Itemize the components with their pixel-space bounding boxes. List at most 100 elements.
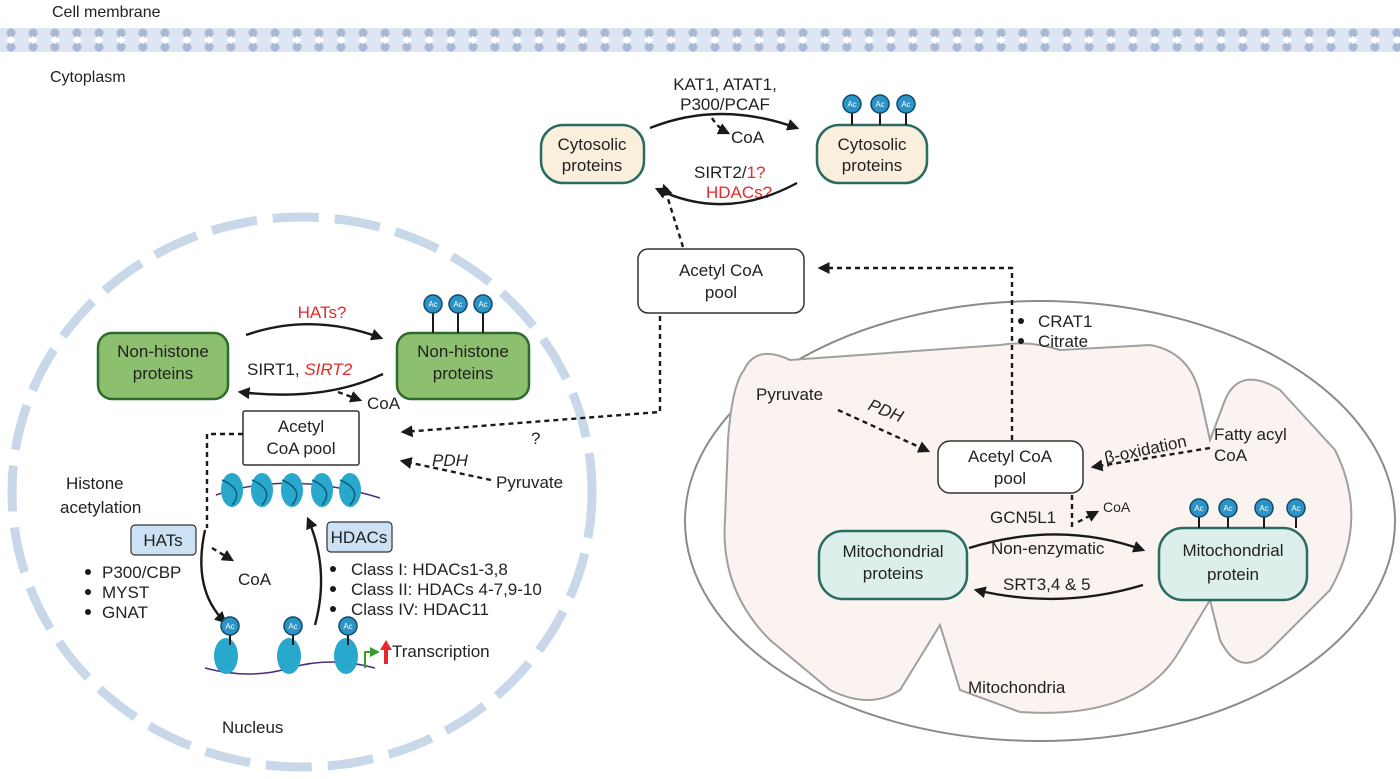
- transcription-start-arrow-icon: [364, 647, 380, 668]
- pool-to-cytosol-arrow: [661, 183, 685, 248]
- svg-text:Acetyl: Acetyl: [278, 417, 324, 436]
- hdacs-box: HDACs: [326, 521, 393, 553]
- svg-text:CRAT1: CRAT1: [1038, 312, 1092, 331]
- svg-text:GNAT: GNAT: [102, 603, 148, 622]
- svg-text:Ac: Ac: [428, 300, 437, 309]
- cell-membrane-label: Cell membrane: [52, 4, 161, 21]
- ac-badge-icon: [473, 294, 493, 314]
- mito-to-cytosol-pool-arrow: [817, 262, 1014, 440]
- cytosolic-proteins-right: Cytosolic proteins: [815, 123, 929, 185]
- svg-text:proteins: proteins: [133, 364, 193, 383]
- nucleus-acetylation-arrow: [245, 323, 384, 341]
- svg-text:Acetyl CoA: Acetyl CoA: [679, 261, 764, 280]
- cytosol-acetyl-coa-pool: Acetyl CoA pool: [637, 248, 805, 314]
- histone-deacetylation-arrow: [306, 516, 323, 626]
- ac-badge-icon: [283, 616, 303, 636]
- svg-text:HATs: HATs: [143, 531, 182, 550]
- svg-text:Mitochondrial: Mitochondrial: [1182, 541, 1283, 560]
- ac-badge-icon: [423, 294, 443, 314]
- acetyl-group-icons-mito: Ac Ac Ac Ac: [1189, 498, 1306, 528]
- acetyl-group-icons-cytosol: Ac Ac Ac: [842, 94, 916, 125]
- mito-pyruvate-arrow: [837, 408, 931, 453]
- upregulation-arrow-icon: [380, 640, 392, 664]
- nucleus-pool-to-chromatin-arrow: [205, 432, 243, 528]
- mito-non-enzymatic-label: Non-enzymatic: [991, 539, 1105, 558]
- mito-srt-label: SRT3,4 & 5: [1003, 575, 1091, 594]
- svg-text:Ac: Ac: [1259, 504, 1268, 513]
- cytoplasm-label: Cytoplasm: [50, 69, 126, 86]
- svg-text:proteins: proteins: [562, 156, 622, 175]
- nucleus-hats-question: HATs?: [298, 303, 347, 322]
- cytosol-coa-release-arrow: [710, 117, 731, 135]
- svg-text:Cytosolic: Cytosolic: [558, 135, 627, 154]
- cytosol-acetyltransferases-line1: KAT1, ATAT1,: [673, 75, 777, 94]
- svg-text:Ac: Ac: [1223, 504, 1232, 513]
- nucleus-sirt-label: SIRT1, SIRT2: [247, 360, 353, 379]
- nucleus-acetyl-coa-pool: Acetyl CoA pool: [242, 410, 360, 466]
- mito-proteins-right: Mitochondrial protein: [1157, 526, 1309, 602]
- nucleus-non-histone-proteins-right: Non-histone proteins: [395, 331, 531, 401]
- hdac-classes-list: Class I: HDACs1-3,8 Class II: HDACs 4-7,…: [330, 560, 542, 619]
- ac-badge-icon: [448, 294, 468, 314]
- histone-coa-release-arrow: [211, 546, 235, 562]
- svg-text:HDACs: HDACs: [331, 528, 388, 547]
- svg-text:protein: protein: [1207, 565, 1259, 584]
- svg-text:Ac: Ac: [288, 622, 297, 631]
- mito-gcn5l1-label: GCN5L1: [990, 508, 1056, 527]
- ac-badge-icon: [1189, 498, 1209, 518]
- svg-text:Ac: Ac: [478, 300, 487, 309]
- cytosol-deacetylation-arrow: [654, 181, 798, 206]
- ac-badge-icon: [870, 94, 890, 114]
- svg-text:CoA pool: CoA pool: [267, 439, 336, 458]
- cytosolic-proteins-left: Cytosolic proteins: [539, 123, 646, 185]
- mito-acetylation-arrow: [968, 533, 1146, 553]
- nuclear-envelope: [7, 212, 597, 772]
- ac-badge-icon: [1286, 498, 1306, 518]
- cytosol-acetyltransferases-line2: P300/PCAF: [680, 95, 770, 114]
- hats-box: HATs: [130, 524, 197, 556]
- svg-text:Citrate: Citrate: [1038, 332, 1088, 351]
- svg-text:Ac: Ac: [343, 622, 352, 631]
- ac-badge-icon: [842, 94, 862, 114]
- cytosol-acetylation-arrow: [649, 112, 800, 131]
- nucleus-import-question: ?: [531, 429, 540, 448]
- svg-text:proteins: proteins: [842, 156, 902, 175]
- histone-coa-label: CoA: [238, 570, 272, 589]
- svg-text:Ac: Ac: [875, 100, 884, 109]
- ac-badge-icon: [220, 616, 240, 636]
- svg-text:pool: pool: [994, 469, 1026, 488]
- svg-text:proteins: proteins: [433, 364, 493, 383]
- acetylated-nucleosomes: Ac Ac Ac: [204, 616, 376, 675]
- svg-text:Ac: Ac: [847, 100, 856, 109]
- nucleus-pyruvate-label: Pyruvate: [496, 473, 563, 492]
- mito-coa-release-arrow: [1077, 510, 1100, 524]
- ac-badge-icon: [1254, 498, 1274, 518]
- ac-badge-icon: [1218, 498, 1238, 518]
- nucleus-pdh-label: PDH: [432, 451, 469, 470]
- nucleus-label: Nucleus: [222, 718, 283, 737]
- svg-text:Class II: HDACs 4-7,9-10: Class II: HDACs 4-7,9-10: [351, 580, 542, 599]
- histone-acetylation-line1: Histone: [66, 474, 124, 493]
- svg-text:Non-histone: Non-histone: [117, 342, 209, 361]
- cytosol-sirt2-label: SIRT2/1?: [694, 163, 766, 182]
- svg-text:Ac: Ac: [453, 300, 462, 309]
- mito-coa-label: CoA: [1103, 499, 1131, 515]
- mitochondrion: [684, 300, 1396, 742]
- nucleus-coa-top-label: CoA: [367, 394, 401, 413]
- mito-deacetylation-arrow: [973, 583, 1144, 601]
- hat-families-list: P300/CBP MYST GNAT: [85, 563, 181, 622]
- mito-acetyl-coa-pool: Acetyl CoA pool: [937, 440, 1084, 494]
- svg-text:pool: pool: [705, 283, 737, 302]
- cytosol-coa-label: CoA: [731, 128, 765, 147]
- svg-text:Cytosolic: Cytosolic: [838, 135, 907, 154]
- nucleus-pyruvate-arrow: [399, 457, 492, 482]
- mito-pyruvate-label: Pyruvate: [756, 385, 823, 404]
- transcription-label: Transcription: [392, 642, 490, 661]
- mito-fatty-acyl-line2: CoA: [1214, 446, 1248, 465]
- acetyl-group-icons-nucleus: Ac Ac Ac: [423, 294, 493, 333]
- histone-acetylation-line2: acetylation: [60, 498, 141, 517]
- svg-text:Mitochondrial: Mitochondrial: [842, 542, 943, 561]
- svg-text:Class I: HDACs1-3,8: Class I: HDACs1-3,8: [351, 560, 508, 579]
- cytosol-pool-to-nucleus-arrow: [400, 316, 662, 438]
